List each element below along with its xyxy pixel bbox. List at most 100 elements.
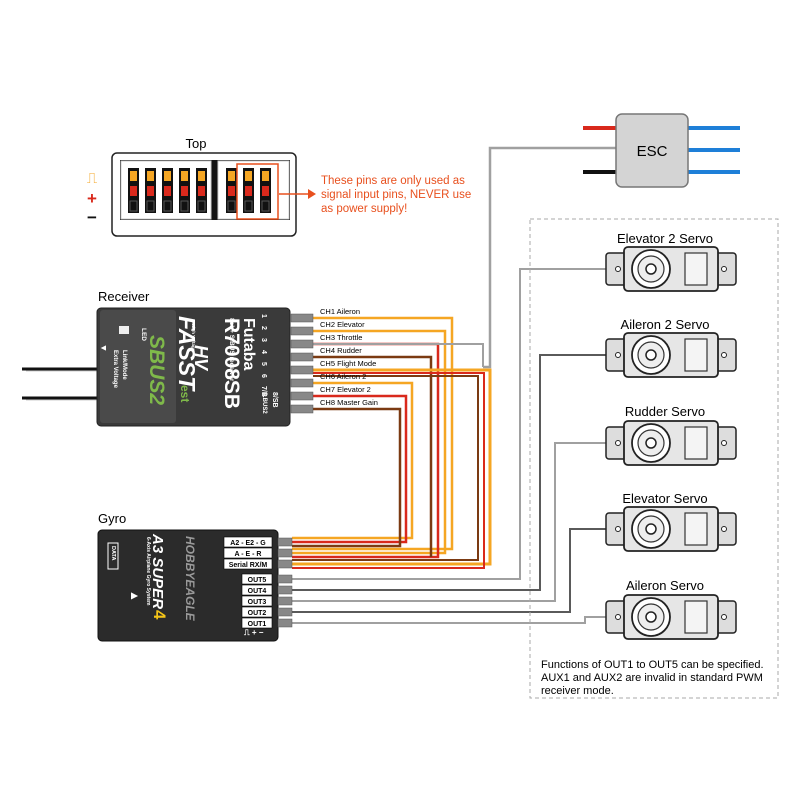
channel-label: CH7 Elevator 2 [320, 385, 371, 394]
extra-voltage-label: Extra Voltage [112, 350, 118, 389]
out-wire [292, 528, 606, 613]
channel-label: CH4 Rudder [320, 346, 362, 355]
out-wire [292, 616, 606, 624]
pin-number: 7/B [260, 386, 267, 397]
ch5-power-wire [292, 372, 485, 569]
warning-line-3: as power supply! [321, 203, 407, 215]
pin-number: 2 [260, 326, 267, 330]
channel-label: CH2 Elevator [320, 320, 365, 329]
arrow-icon: ▲ [98, 344, 108, 353]
pin [198, 186, 205, 196]
gyro-port-label: OUT5 [248, 577, 267, 584]
pin-number: 1 [260, 314, 267, 318]
gyro-port-pin [277, 559, 293, 569]
gyro-port-label: OUT3 [248, 599, 267, 606]
mount-hole-icon [615, 266, 621, 272]
servo-panel [684, 426, 708, 460]
pin [244, 200, 253, 212]
servo-title: Rudder Servo [625, 404, 705, 419]
pin [228, 186, 235, 196]
gyro: Gyro DATA ▲ 6-Axis Airplane Gyro System … [97, 511, 293, 642]
gyro-port-pin [277, 596, 293, 606]
sbus-port-label: 8/SB [271, 392, 278, 408]
gyro-title: Gyro [98, 511, 126, 526]
receiver-led-panel [100, 310, 176, 423]
mount-hole-icon [721, 526, 727, 532]
gyro-port-pin [277, 607, 293, 617]
receiver-pin [290, 404, 314, 414]
gyro-port-label: Serial RX/M [229, 562, 268, 569]
pin [147, 186, 154, 196]
servo-panel [684, 338, 708, 372]
gyro-model: A3 SUPER [149, 533, 166, 609]
sbus2-port-label: S.BUS2 [261, 392, 267, 414]
gyro-port-label: OUT4 [248, 588, 267, 595]
hv-note: High Voltage [191, 324, 196, 352]
sbus2-label: SBUS2 [145, 335, 168, 405]
servo: Elevator 2 Servo [605, 231, 737, 292]
fasst-logo: FASST [174, 316, 200, 392]
mount-hole-icon [615, 440, 621, 446]
servo-title: Elevator Servo [622, 491, 707, 506]
receiver-pin [290, 326, 314, 336]
out-wire [292, 268, 606, 580]
servo-shaft [645, 523, 657, 535]
ch4-wire [313, 355, 433, 557]
esc: ESC [483, 113, 740, 369]
gyro-port-label-box [241, 573, 273, 585]
gyro-port-label-box [241, 606, 273, 618]
servo: Elevator Servo [605, 491, 737, 552]
mount-hole-icon [615, 352, 621, 358]
pin [180, 200, 189, 212]
ch7-wire [292, 394, 408, 544]
esc-label: ESC [637, 143, 668, 160]
gyro-port-pin [277, 537, 293, 547]
mount-hole-icon [615, 526, 621, 532]
pin [181, 186, 188, 196]
servo-title: Aileron Servo [626, 578, 704, 593]
pin [164, 171, 171, 181]
gyro-port-label-box [223, 547, 273, 559]
pin [197, 200, 206, 212]
gyro-port-label: OUT1 [248, 621, 267, 628]
gyro-port-label-box [223, 536, 273, 548]
pin-number: 4 [260, 350, 267, 354]
out-wire [292, 442, 606, 602]
ch1-wire [292, 316, 454, 551]
gyro-port-label: A2 - E2 - G [230, 540, 266, 547]
receiver-pin [290, 352, 314, 362]
receiver-pin [290, 391, 314, 401]
warning-line-2: signal input pins, NEVER use [321, 189, 471, 201]
channel-label: CH1 Aileron [320, 307, 360, 316]
pin-number: 6 [260, 374, 267, 378]
receiver-title: Receiver [98, 289, 150, 304]
mount-hole-icon [721, 440, 727, 446]
plus-icon: + [87, 189, 97, 208]
note-line-2: AUX1 and AUX2 are invalid in standard PW… [541, 672, 763, 684]
gyro-brand: HOBBYEAGLE [183, 536, 197, 622]
data-port-label: DATA [110, 546, 116, 560]
pin [261, 200, 270, 212]
pin [163, 200, 172, 212]
ch8-wire [292, 407, 402, 548]
warning-line-1: These pins are only used as [321, 175, 465, 187]
pin [198, 171, 205, 181]
channel-label: CH6 Aileron 2 [320, 372, 366, 381]
gyro-port-pin [277, 585, 293, 595]
pin [147, 171, 154, 181]
note-line-1: Functions of OUT1 to OUT5 can be specifi… [541, 659, 764, 671]
signal-only-highlight [236, 163, 279, 220]
top-view-pins [128, 168, 271, 213]
pin [262, 186, 269, 196]
receiver-subtitle: 8ch+ S.BUS receiver [228, 318, 235, 382]
pin [146, 200, 155, 212]
throttle-wire [483, 146, 617, 369]
gyro-port-label: OUT2 [248, 610, 267, 617]
gyro-port-label: A - E - R [235, 551, 262, 558]
ch3-wire [313, 343, 484, 367]
gyro-subtitle: 6-Axis Airplane Gyro System [145, 537, 151, 606]
ch6-wire [292, 381, 414, 540]
